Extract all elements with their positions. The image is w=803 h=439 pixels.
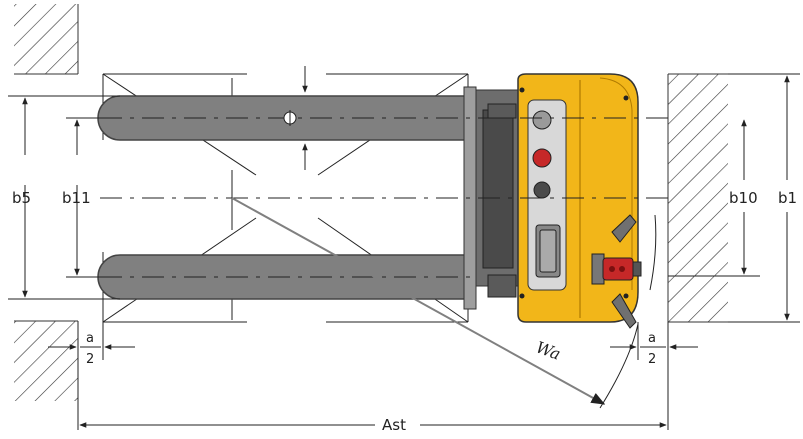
dimension-b11: [66, 117, 100, 278]
label-wa: Wa: [533, 338, 563, 364]
tiller-handle: [591, 214, 642, 329]
body-bolt: [623, 95, 629, 101]
body-bolt: [623, 293, 629, 299]
control-button-red: [532, 148, 552, 168]
control-button-dark: [533, 181, 551, 199]
label-a-right: a: [648, 331, 656, 346]
dimension-b5: [8, 95, 120, 300]
turning-arc-upper: [649, 214, 657, 291]
dimension-b10: [668, 119, 760, 277]
body-bolt: [519, 87, 525, 93]
turning-arc: [599, 323, 639, 409]
body-bolt: [519, 293, 525, 299]
label-b10: b10: [729, 189, 758, 207]
wall-right: [667, 73, 728, 323]
label-2-right: 2: [648, 352, 656, 367]
dimension-b1: [728, 73, 800, 323]
turning-radius-line: [231, 197, 606, 405]
fork-carriage: [463, 86, 519, 310]
label-ast: Ast: [382, 416, 406, 434]
centre-of-gravity-icon: [283, 110, 297, 126]
label-2-left: 2: [86, 352, 94, 367]
label-b5: b5: [12, 189, 31, 207]
label-a-left: a: [86, 331, 94, 346]
label-b1: b1: [778, 189, 797, 207]
control-button-grey: [532, 110, 552, 130]
centre-lines: [100, 117, 670, 278]
label-b11: b11: [62, 189, 91, 207]
wall-bottom-left: [14, 320, 79, 401]
wall-top-left: [14, 4, 79, 75]
